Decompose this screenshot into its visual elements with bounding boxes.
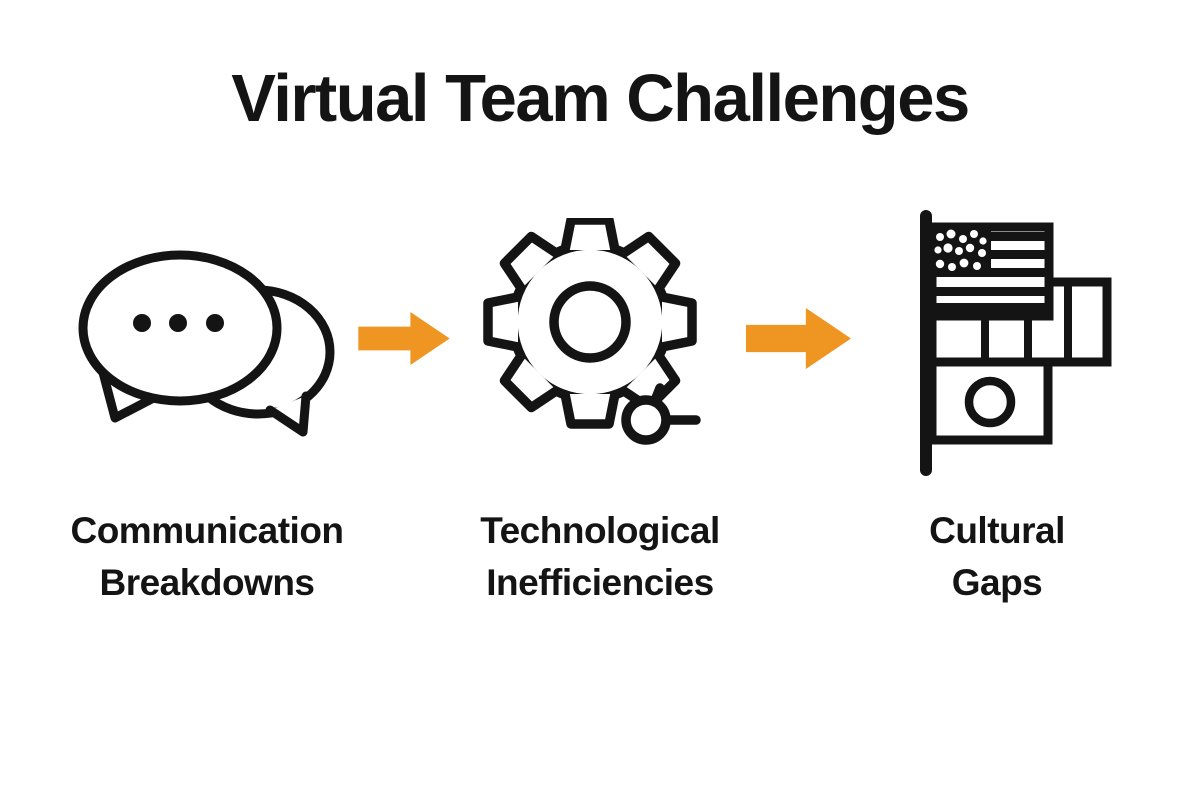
label-line: Inefficiencies bbox=[486, 562, 714, 603]
label-line: Technological bbox=[480, 510, 720, 551]
label-line: Gaps bbox=[951, 562, 1043, 603]
label-line: Cultural bbox=[929, 510, 1065, 551]
arrow-right-icon bbox=[746, 308, 851, 369]
gear-pendant bbox=[621, 383, 701, 445]
page-title: Virtual Team Challenges bbox=[231, 61, 970, 136]
flags-icon bbox=[920, 210, 1112, 476]
chat-bubbles-icon bbox=[78, 250, 335, 437]
gear-teeth bbox=[483, 218, 697, 429]
stripes bbox=[936, 232, 1049, 312]
arrow-right-icon bbox=[358, 312, 450, 365]
circle-flag bbox=[927, 357, 1053, 445]
gear-hub bbox=[549, 281, 631, 363]
usa-flag bbox=[927, 222, 1054, 321]
stars bbox=[934, 229, 987, 271]
gear-icon bbox=[483, 218, 701, 445]
item-label-technological: Technological Inefficiencies bbox=[420, 505, 780, 609]
label-line: Communication bbox=[70, 510, 344, 551]
front-speech-bubble bbox=[78, 250, 282, 423]
typing-dots bbox=[133, 314, 224, 332]
item-label-communication: Communication Breakdowns bbox=[17, 505, 397, 609]
label-line: Breakdowns bbox=[99, 562, 315, 603]
item-label-cultural: Cultural Gaps bbox=[857, 505, 1137, 609]
